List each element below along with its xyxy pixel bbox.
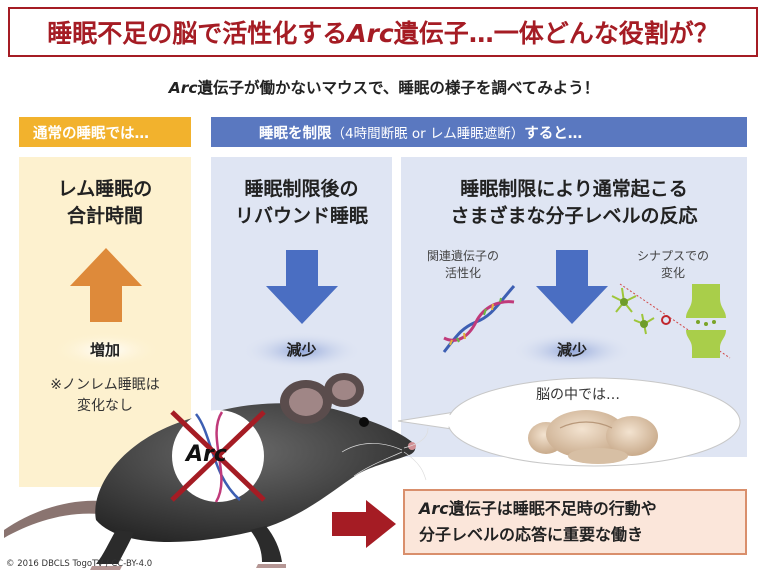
arc-label: Arc — [186, 442, 227, 467]
header-normal-sleep: 通常の睡眠では… — [19, 117, 191, 147]
non-rem-note: ※ノンレム睡眠は 変化なし — [50, 377, 160, 414]
panel-molecular-title: 睡眠制限により通常起こる さまざまな分子レベルの反応 — [450, 178, 698, 227]
result-increase: 増加 — [89, 341, 120, 359]
arc-knockout-icon — [170, 410, 266, 503]
panel-rebound-title: 睡眠制限後の リバウンド睡眠 — [234, 178, 368, 227]
glow-decrease-rebound — [242, 332, 362, 370]
subtitle: Arc遺伝子が働かないマウスで、睡眠の様子を調べてみよう！ — [168, 79, 600, 97]
bubble-text: 脳の中では… — [536, 387, 620, 403]
synapse-icon — [611, 283, 731, 359]
conclusion-callout: Arc遺伝子は睡眠不足時の行動や 分子レベルの応答に重要な働き — [403, 489, 747, 555]
arrow-right-icon — [332, 500, 396, 548]
copyright: © 2016 DBCLS TogoTV / CC-BY-4.0 — [6, 559, 153, 569]
dna-helix-icon — [442, 285, 516, 353]
page-title: 睡眠不足の脳で活性化するArc遺伝子…一体どんな役割が？ — [47, 19, 719, 48]
header-restricted-sleep: 睡眠を制限（4時間断眠 or レム睡眠遮断）すると… — [211, 117, 747, 147]
synapse-change-label: シナプスでの 変化 — [636, 249, 709, 280]
glow-increase — [52, 332, 160, 368]
result-decrease-rebound: 減少 — [286, 341, 317, 359]
conclusion-line1: Arc遺伝子は睡眠不足時の行動や — [419, 499, 657, 518]
brain-illustration — [528, 410, 658, 464]
result-decrease-molecular: 減少 — [556, 341, 587, 359]
conclusion-line2: 分子レベルの応答に重要な働き — [419, 525, 644, 544]
arrow-down-icon — [266, 250, 338, 324]
arrow-up-icon — [70, 248, 142, 322]
title-box: 睡眠不足の脳で活性化するArc遺伝子…一体どんな役割が？ — [8, 7, 758, 57]
panel-normal-title: レム睡眠の 合計時間 — [57, 178, 153, 227]
glow-decrease-molecular — [512, 332, 632, 370]
arrow-down-icon — [536, 250, 608, 324]
gene-activation-label: 関連遺伝子の 活性化 — [426, 249, 499, 280]
